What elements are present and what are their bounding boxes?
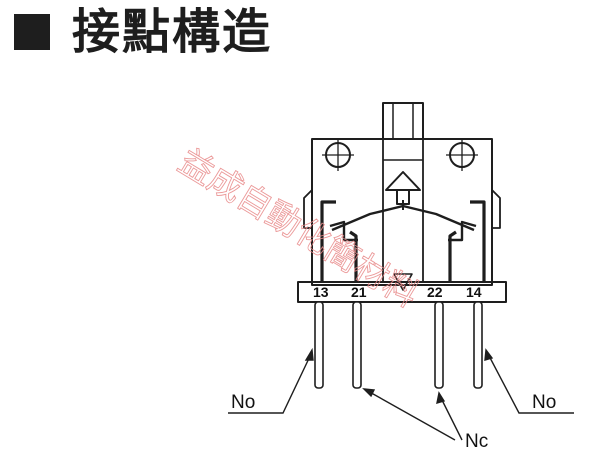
title-bullet [14, 14, 50, 50]
mounting-hole-left [322, 139, 354, 171]
mounting-hole-right [446, 139, 478, 171]
arrow-nc-right [436, 391, 446, 404]
pin-label-21: 21 [351, 284, 367, 300]
pin-22 [434, 301, 444, 389]
moving-contact-right [448, 220, 477, 242]
leader-nc-right [439, 395, 463, 441]
terminal-14-contact [470, 200, 486, 282]
arrow-no-right [484, 348, 494, 361]
pin-label-22: 22 [427, 284, 443, 300]
terminal-base [297, 281, 507, 303]
leader-no-right [486, 351, 574, 414]
terminal-22-contact [448, 230, 457, 282]
label-no-left: No [231, 392, 255, 413]
label-no-right: No [532, 392, 556, 413]
pin-label-14: 14 [466, 284, 482, 300]
left-clip [303, 189, 313, 229]
terminal-21-contact [349, 230, 358, 282]
pin-21 [352, 301, 362, 389]
terminal-13-contact [320, 200, 336, 282]
right-clip [491, 189, 501, 229]
pin-14 [473, 301, 483, 389]
title-block: 接點構造 [14, 8, 272, 56]
plunger [382, 102, 424, 140]
leader-nc-left [365, 389, 456, 441]
arrow-no-left [304, 347, 314, 361]
moving-contact-left [329, 220, 358, 242]
leader-no-left [228, 351, 313, 414]
page-title: 接點構造 [72, 4, 273, 60]
pin-label-13: 13 [313, 284, 329, 300]
switch-housing [311, 138, 493, 286]
arrow-nc-left [362, 388, 376, 398]
label-nc: Nc [465, 431, 488, 452]
pin-13 [314, 301, 324, 389]
